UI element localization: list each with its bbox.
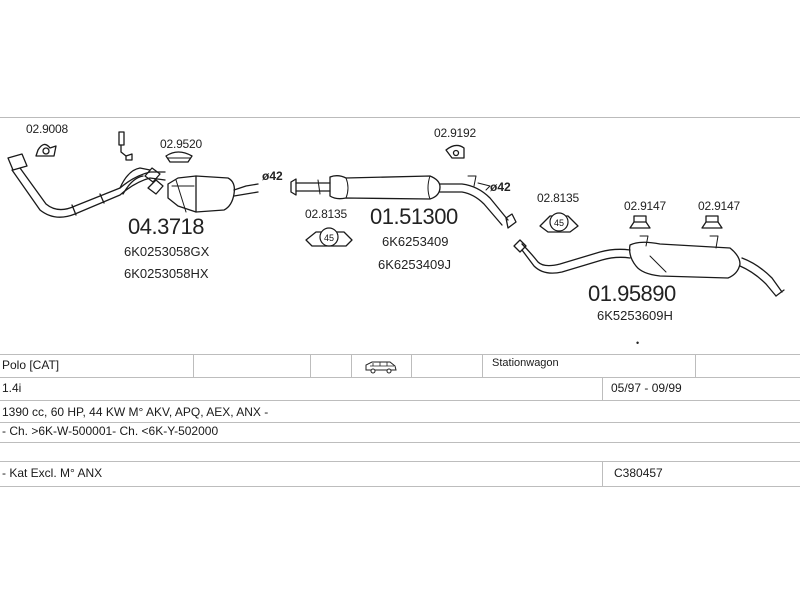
ring-clamp-2-size: 45 [554, 218, 564, 228]
body-type-cell: Stationwagon [492, 357, 559, 369]
table-line [0, 377, 800, 378]
ring-clamp-1-size: 45 [324, 233, 334, 243]
hanger-a-drawing [629, 215, 651, 229]
front-pipe-part [7, 131, 259, 218]
table-line [0, 486, 800, 487]
rear-silencer-oe-1: 6K5253609H [597, 308, 673, 323]
front-pipe-oe-2: 6K0253058HX [124, 266, 209, 281]
middle-silencer-oe-2: 6K6253409J [378, 257, 452, 272]
table-line [0, 400, 800, 401]
middle-silencer-oe-1: 6K6253409 [382, 234, 449, 249]
clamp-02-9192-label: 02.9192 [434, 126, 476, 140]
table-vline [695, 354, 696, 377]
top-border [0, 117, 800, 118]
table-vline [411, 354, 412, 377]
rear-silencer-number: 01.95890 [588, 281, 676, 306]
engine-detail-cell: 1390 cc, 60 HP, 44 KW M° AKV, APQ, AEX, … [2, 405, 269, 419]
ring-clamp-1-label: 02.8135 [305, 207, 347, 221]
hanger-b-drawing [701, 215, 723, 229]
clamp-02-9192-drawing [445, 144, 465, 159]
middle-silencer-part [290, 175, 517, 229]
table-vline [602, 377, 603, 400]
table-line [0, 354, 800, 355]
diameter-label-1: ø42 [262, 169, 283, 183]
note-cell: - Kat Excl. M° ANX [2, 466, 103, 480]
clamp-02-9008-label: 02.9008 [26, 122, 68, 136]
clamp-02-9520-drawing [165, 151, 193, 163]
front-pipe-number: 04.3718 [128, 214, 205, 239]
diameter-label-2: ø42 [490, 180, 511, 194]
clamp-02-9008-drawing [35, 143, 57, 157]
ring-clamp-2-drawing [539, 215, 579, 233]
ring-clamp-1-drawing [305, 231, 353, 247]
chassis-cell: - Ch. >6K-W-500001- Ch. <6K-Y-502000 [2, 424, 219, 438]
years-cell: 05/97 - 09/99 [611, 381, 682, 395]
table-line [0, 422, 800, 423]
table-vline [351, 354, 352, 377]
hanger-a-label: 02.9147 [624, 199, 666, 213]
model-cell: Polo [CAT] [2, 358, 60, 372]
table-vline [602, 461, 603, 486]
table-vline [310, 354, 311, 377]
ring-clamp-2-label: 02.8135 [537, 191, 579, 205]
engine-cell: 1.4i [2, 381, 22, 395]
table-vline [482, 354, 483, 377]
front-pipe-oe-1: 6K0253058GX [124, 244, 210, 259]
table-line [0, 442, 800, 443]
car-icon [365, 361, 397, 374]
rear-silencer-part [513, 235, 785, 297]
hanger-b-label: 02.9147 [698, 199, 740, 213]
dot-mark: • [636, 338, 640, 348]
code-cell: C380457 [614, 466, 663, 480]
clamp-02-9520-label: 02.9520 [160, 137, 202, 151]
table-line [0, 461, 800, 462]
table-vline [193, 354, 194, 377]
middle-silencer-number: 01.51300 [370, 204, 458, 229]
